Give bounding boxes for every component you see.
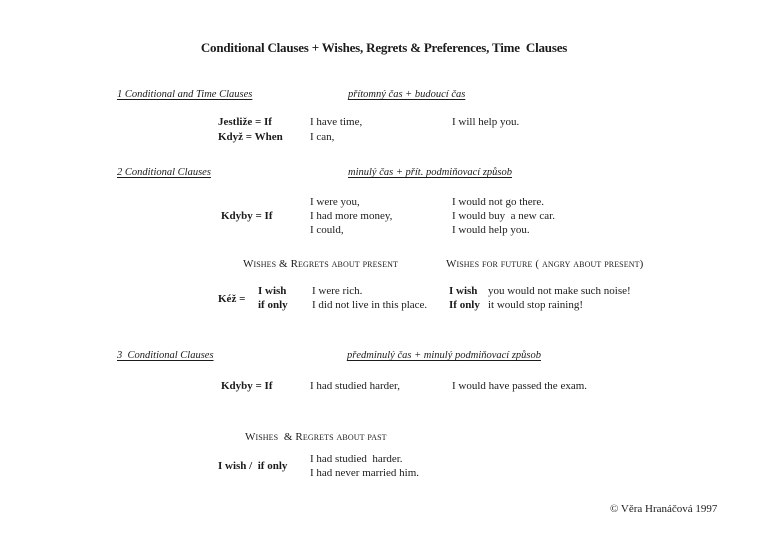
- wish-present-example-1: I were rich.: [312, 285, 363, 297]
- wish-future-example-2: it would stop raining!: [488, 299, 584, 311]
- section1-key-when: Když = When: [218, 131, 283, 143]
- page-title: Conditional Clauses + Wishes, Regrets & …: [200, 40, 568, 55]
- section3-result: I would have passed the exam.: [452, 380, 588, 392]
- section3-czech-subheading: předminulý čas + minulý podmiňovací způs…: [347, 350, 542, 361]
- section1-condition-1: I have time,: [310, 116, 363, 128]
- section3-condition: I had studied harder,: [310, 380, 400, 392]
- wish-label-ifonly: if only: [258, 299, 288, 311]
- section1-czech-subheading: přítomný čas + budoucí čas: [348, 89, 466, 100]
- section3-key-if: Kdyby = If: [221, 380, 273, 392]
- section2-condition-2: I had more money,: [310, 210, 393, 222]
- wish-past-example-1: I had studied harder.: [310, 453, 403, 465]
- wishes-past-heading: Wishes & Regrets about past: [245, 431, 387, 443]
- section2-result-1: I would not go there.: [452, 196, 544, 208]
- copyright-notice: © Věra Hranáčová 1997: [610, 503, 718, 515]
- section2-result-2: I would buy a new car.: [452, 210, 555, 222]
- wish-present-example-2: I did not live in this place.: [312, 299, 428, 311]
- wishes-present-heading: Wishes & Regrets about present: [243, 258, 398, 270]
- section2-result-3: I would help you.: [452, 224, 530, 236]
- wish-future-example-1: you would not make such noise!: [488, 285, 631, 297]
- wishes-past-key: I wish / if only: [218, 460, 288, 472]
- section2-condition-3: I could,: [310, 224, 344, 236]
- section2-czech-subheading: minulý čas + přít. podmiňovací způsob: [348, 167, 512, 178]
- wish-future-label-iwish: I wish: [449, 285, 478, 297]
- section1-key-if: Jestliže = If: [218, 116, 272, 128]
- section1-heading: 1 Conditional and Time Clauses: [117, 89, 253, 100]
- wish-label-iwish: I wish: [258, 285, 287, 297]
- section2-key-if: Kdyby = If: [221, 210, 273, 222]
- wish-past-example-2: I had never married him.: [310, 467, 420, 479]
- section1-condition-2: I can,: [310, 131, 335, 143]
- wish-future-label-ifonly: If only: [449, 299, 480, 311]
- section3-heading: 3 Conditional Clauses: [117, 350, 214, 361]
- wishes-future-heading: Wishes for future ( angry about present): [446, 258, 644, 270]
- section2-heading: 2 Conditional Clauses: [117, 167, 211, 178]
- section2-condition-1: I were you,: [310, 196, 360, 208]
- section1-result-1: I will help you.: [452, 116, 520, 128]
- wishes-present-key: Kéž =: [218, 293, 246, 305]
